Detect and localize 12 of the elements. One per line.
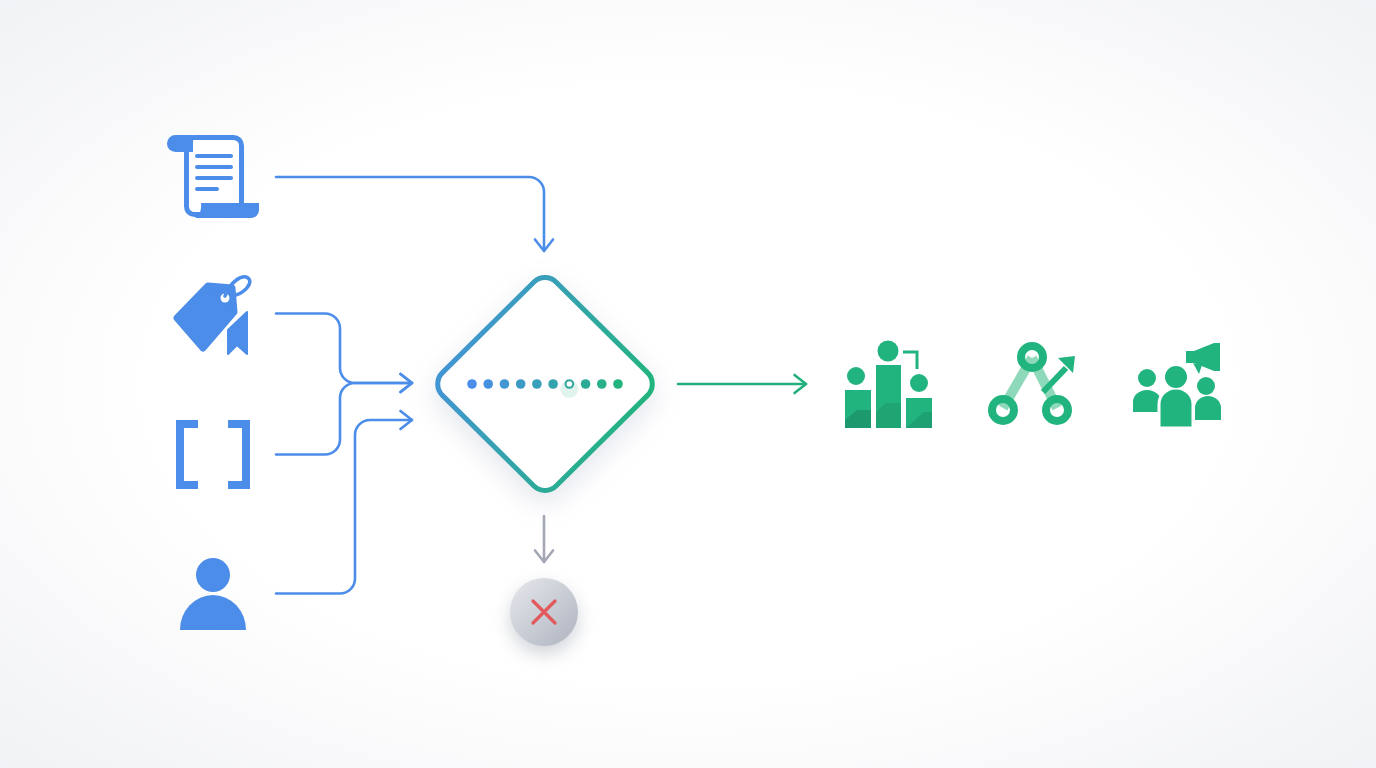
brackets-icon (176, 420, 250, 489)
people-megaphone-icon (1133, 340, 1221, 428)
arrow (274, 372, 414, 456)
arrow (274, 175, 555, 253)
arrow (676, 373, 808, 395)
person-icon (179, 557, 247, 630)
reject-circle (509, 577, 579, 647)
linked-nodes-arrow-icon (988, 340, 1076, 428)
arrow (274, 409, 414, 595)
arrow (533, 514, 555, 564)
podium-people-icon (844, 340, 932, 428)
scroll-icon (167, 135, 259, 219)
